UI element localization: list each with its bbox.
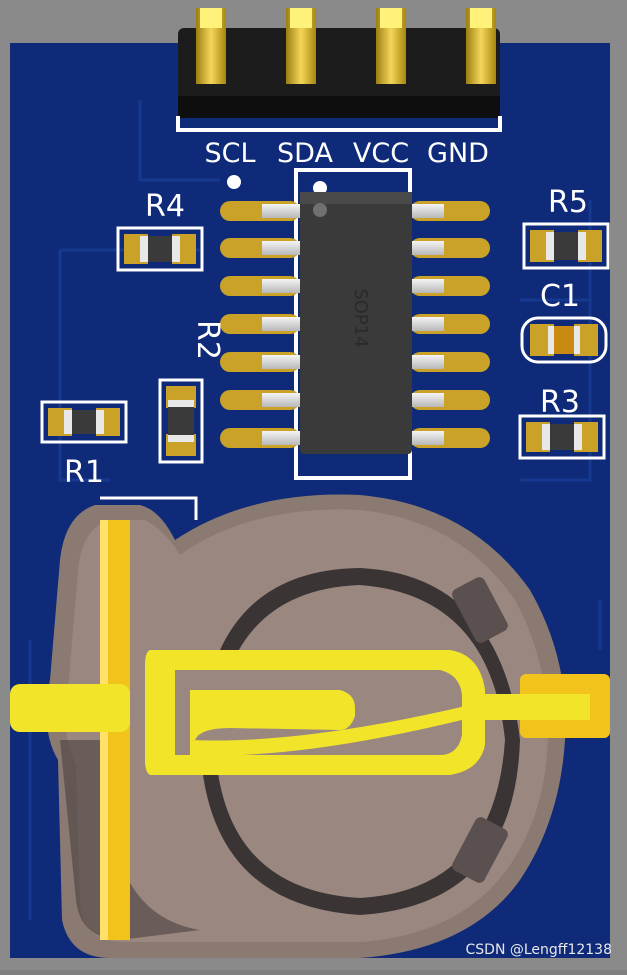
label-r2: R2 (190, 320, 225, 360)
ic-package-label: SOP14 (350, 288, 371, 347)
battery-silk-corner (100, 496, 198, 520)
spring-tongue (190, 690, 355, 740)
label-r3: R3 (540, 385, 580, 420)
label-r1: R1 (64, 455, 104, 490)
ic-dot (313, 203, 327, 217)
ic-sop14: SOP14 (220, 168, 490, 480)
watermark: CSDN @Lengff12138 (466, 942, 612, 958)
capacitor-c1: C1 (520, 279, 608, 364)
pin-header (176, 8, 502, 132)
resistor-r4: R4 (116, 189, 204, 272)
pin-label-scl: SCL (204, 138, 255, 169)
pin1-marker (227, 175, 241, 189)
label-c1: C1 (540, 279, 580, 314)
resistor-r5: R5 (522, 185, 610, 270)
resistor-r1: R1 (40, 400, 128, 490)
ic-leads (262, 204, 444, 445)
pin-label-sda: SDA (277, 138, 333, 169)
battery-contacts (10, 520, 610, 940)
label-r4: R4 (145, 189, 185, 224)
pin-label-vcc: VCC (353, 138, 409, 169)
pin-label-gnd: GND (427, 138, 489, 169)
header-body (178, 28, 500, 116)
left-solder-tab (10, 684, 130, 732)
resistor-r2: R2 (158, 320, 225, 464)
resistor-r3: R3 (518, 385, 606, 460)
ic-body (300, 192, 412, 454)
label-r5: R5 (548, 185, 588, 220)
